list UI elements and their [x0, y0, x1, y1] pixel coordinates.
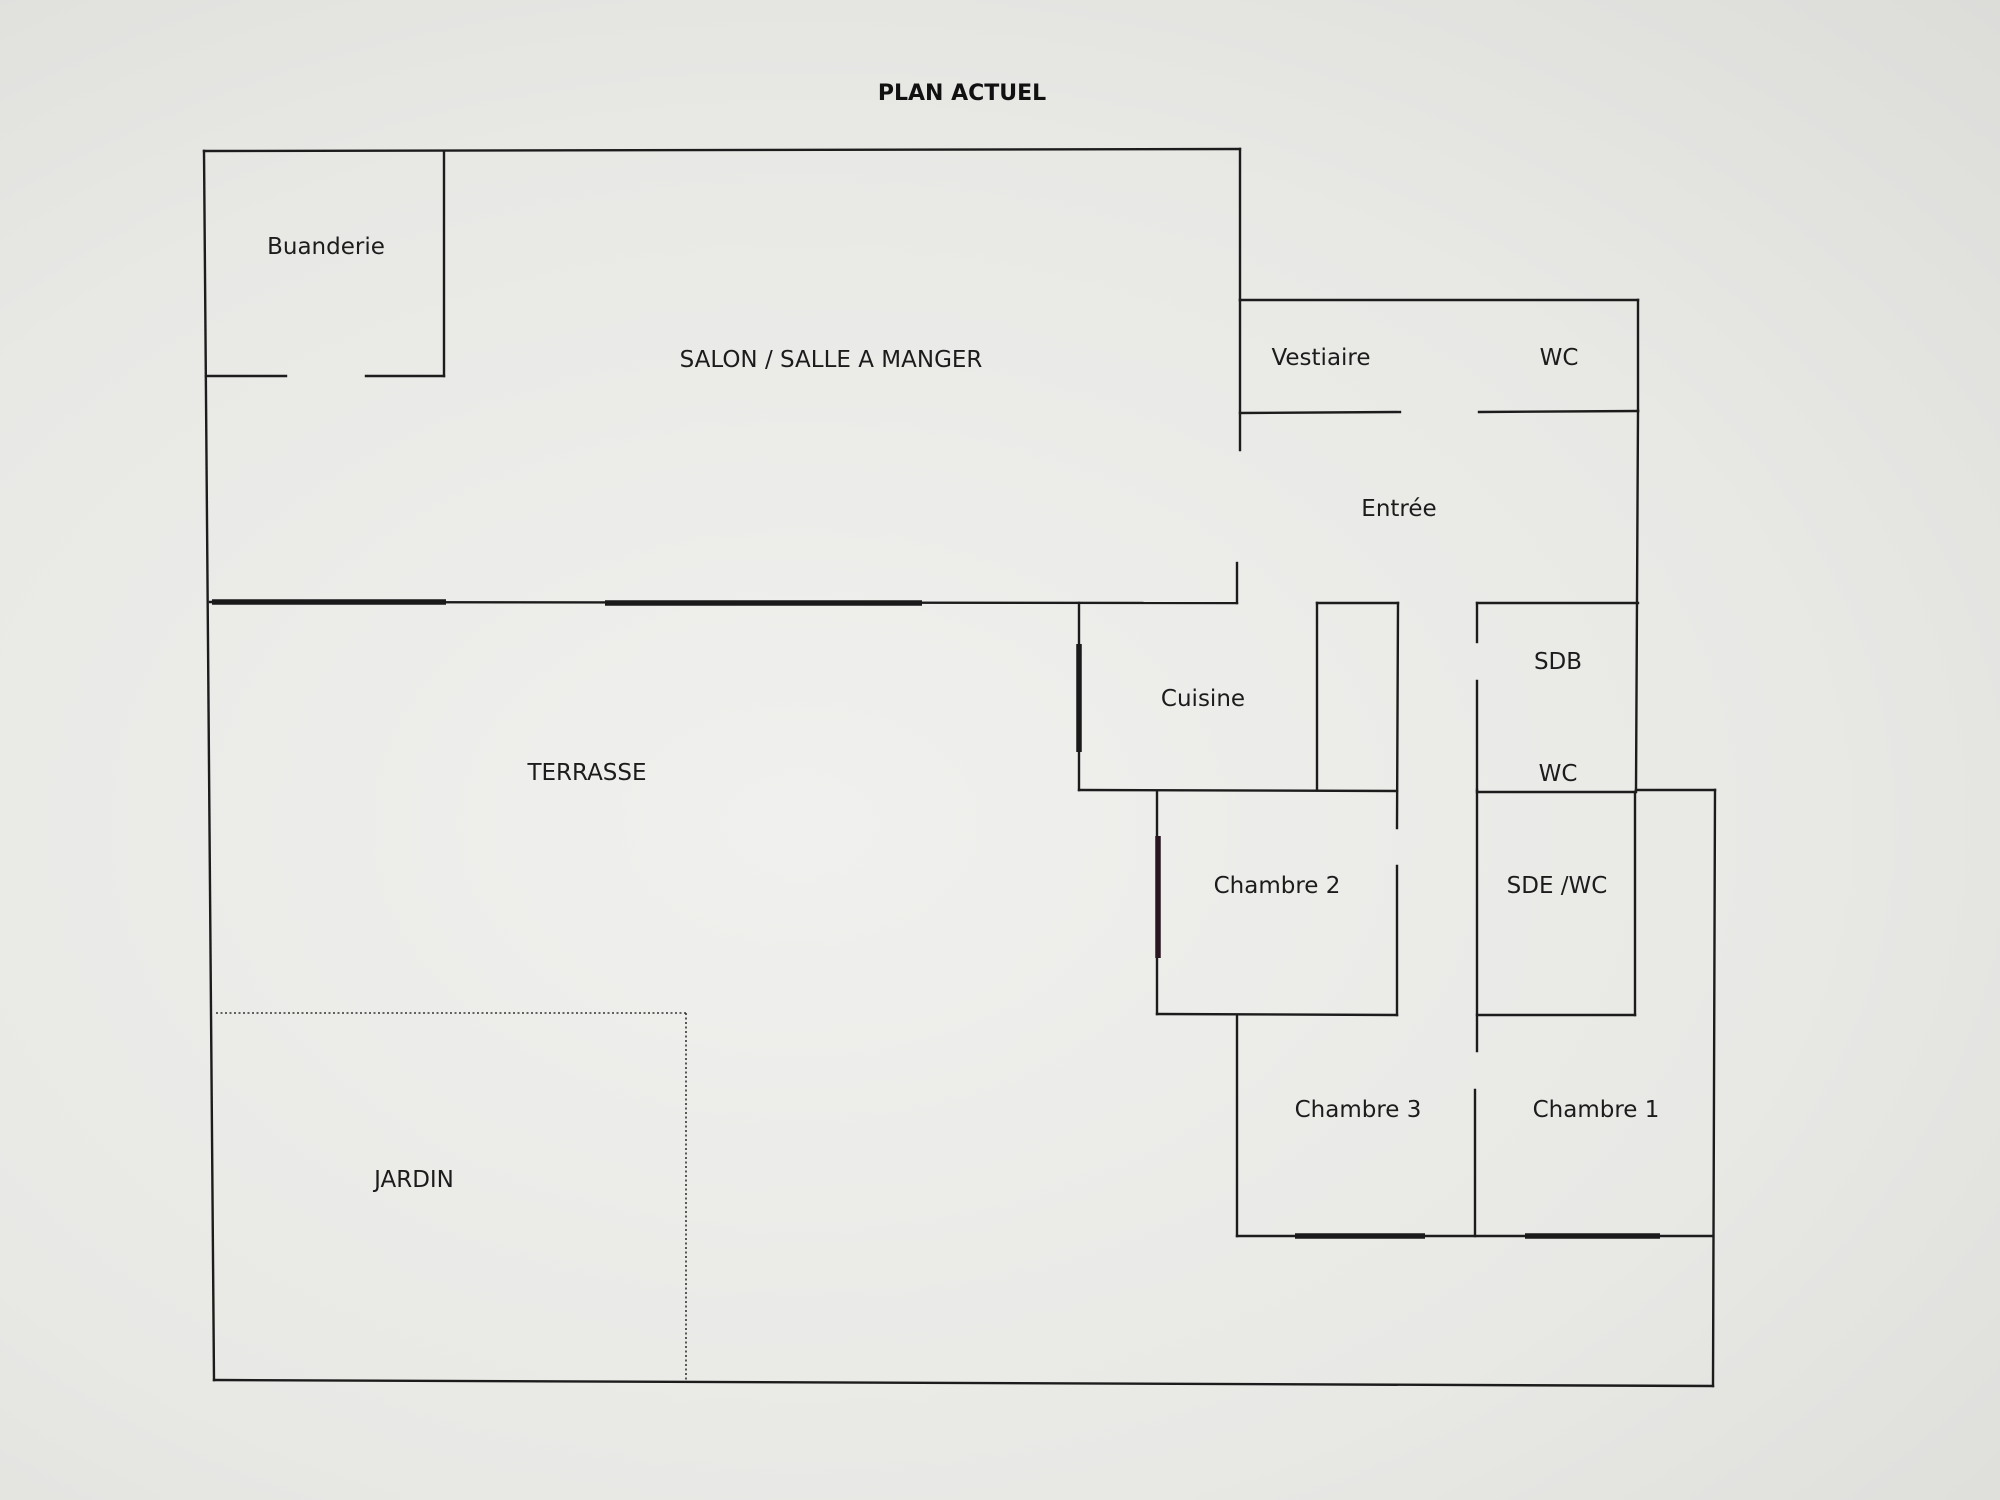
windows	[212, 599, 1660, 1239]
wall-chambre2-bottom	[1155, 1012, 1399, 1017]
jardin-outline	[216, 1012, 687, 1380]
room-label-entree: Entrée	[1361, 496, 1436, 522]
wall-corridor-left-upper	[1395, 601, 1400, 830]
room-label-buanderie: Buanderie	[267, 234, 385, 260]
room-label-sde-wc: SDE /WC	[1507, 873, 1608, 899]
room-label-chambre2: Chambre 2	[1214, 873, 1341, 899]
room-label-cuisine: Cuisine	[1161, 686, 1245, 712]
room-label-sdb: SDB	[1534, 649, 1582, 675]
walls	[202, 147, 1717, 1388]
wall-entree-right	[1634, 409, 1640, 792]
room-label-wc-top: WC	[1540, 345, 1579, 371]
room-label-terrasse: TERRASSE	[526, 760, 646, 786]
room-label-jardin: JARDIN	[372, 1167, 454, 1193]
labels: PLAN ACTUEL Buanderie SALON / SALLE A MA…	[267, 81, 1659, 1193]
wall-wc-bottom	[1477, 409, 1640, 414]
room-label-vestiaire: Vestiaire	[1271, 345, 1370, 371]
wall-top	[202, 147, 1242, 153]
room-label-salon: SALON / SALLE A MANGER	[680, 347, 983, 373]
wall-cuisine-bottom	[1077, 788, 1399, 793]
wall-far-right	[1711, 788, 1717, 1388]
wall-bottom	[212, 1378, 1715, 1388]
wall-left	[202, 149, 216, 1382]
room-label-chambre3: Chambre 3	[1295, 1097, 1422, 1123]
room-label-wc-mid: WC	[1539, 761, 1578, 787]
wall-vestiaire-bottom	[1238, 410, 1402, 415]
plan-title: PLAN ACTUEL	[878, 81, 1046, 106]
room-label-chambre1: Chambre 1	[1533, 1097, 1660, 1123]
